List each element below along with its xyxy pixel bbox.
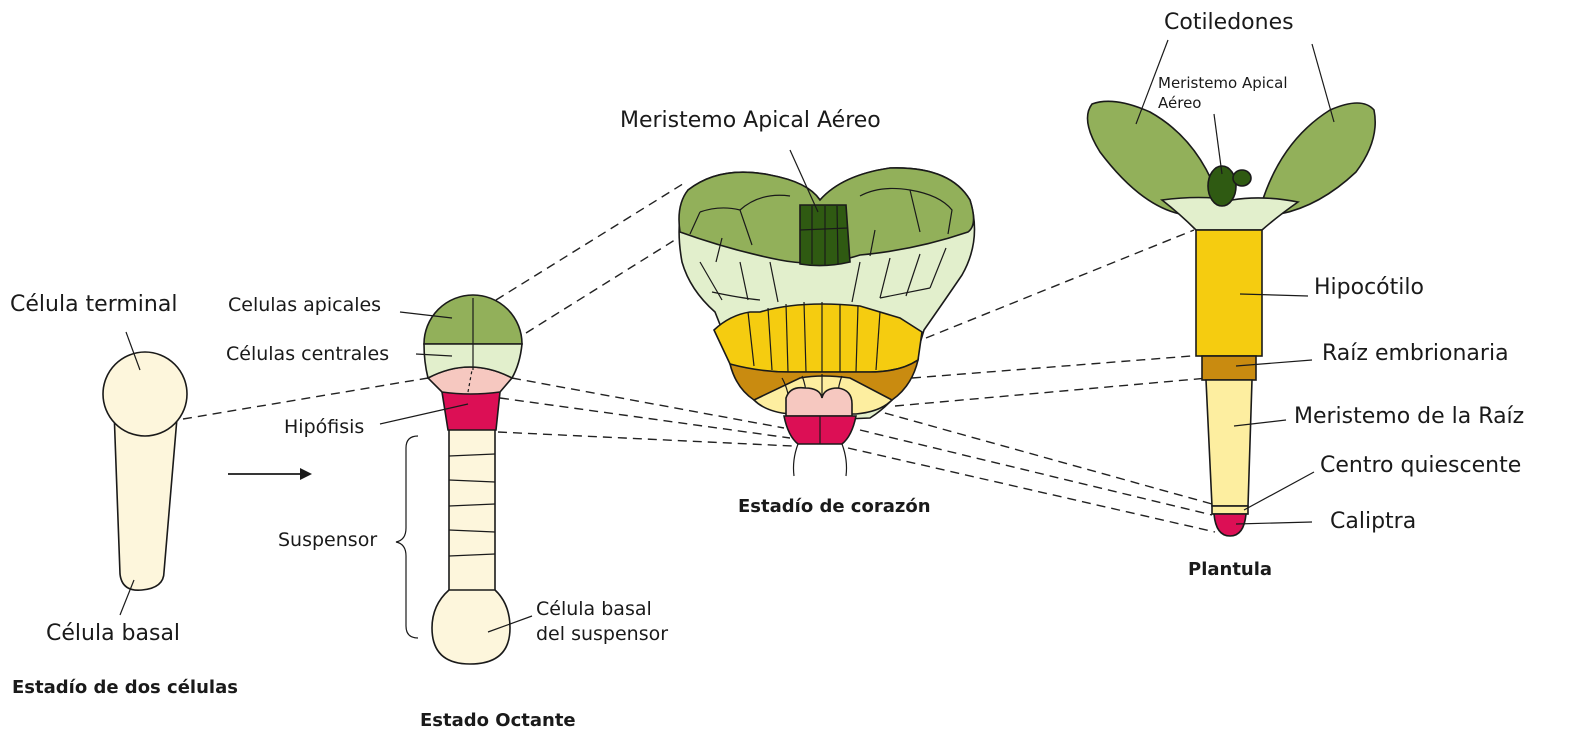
connector-heart-qc	[856, 405, 1212, 504]
seedling-sam-label-1: Meristemo Apical	[1158, 74, 1288, 92]
suspensor-bracket	[396, 436, 418, 638]
terminal-cell	[103, 352, 187, 436]
two-cell-embryo: Célula terminal Célula basal Estadío de …	[10, 292, 238, 698]
connector-octant-top	[496, 182, 686, 300]
seedling-sam-label-2: Aéreo	[1158, 94, 1201, 112]
basal-cell-label: Célula basal	[46, 621, 180, 646]
basal-suspensor-label-1: Célula basal	[536, 598, 652, 620]
heart-quiescent-center	[786, 388, 852, 416]
central-cells-label: Células centrales	[226, 343, 389, 365]
hypocotyl-label: Hipocótilo	[1314, 275, 1424, 300]
seedling: Cotiledones Meristemo Apical Aéreo Hipoc…	[1088, 10, 1525, 580]
seedling-hypocotyl	[1196, 230, 1262, 356]
embryonic-root-label: Raíz embrionaria	[1322, 341, 1509, 366]
cotyledons-label: Cotiledones	[1164, 10, 1294, 35]
basal-cell	[114, 410, 177, 590]
progression-arrow	[228, 468, 312, 480]
root-cap-label: Caliptra	[1330, 509, 1416, 534]
seedling-root-cap	[1214, 514, 1246, 536]
connector-two-cell-to-octant	[183, 378, 428, 419]
octant-embryo: Celulas apicales Células centrales Hipóf…	[226, 294, 668, 731]
seedling-stage-title: Plantula	[1188, 559, 1272, 580]
heart-sam-label: Meristemo Apical Aéreo	[620, 108, 881, 133]
connector-heart-root-2	[895, 378, 1208, 406]
basal-suspensor-cell	[432, 590, 510, 664]
basal-suspensor-label-2: del suspensor	[536, 623, 668, 645]
apical-cells-label: Celulas apicales	[228, 294, 381, 316]
connector-octant-suspensor	[498, 432, 792, 446]
terminal-cell-label: Célula terminal	[10, 292, 177, 317]
connector-octant-central	[526, 238, 678, 333]
heart-stage-title: Estadío de corazón	[738, 496, 931, 517]
seedling-quiescent-center	[1212, 506, 1248, 514]
seedling-embryonic-root	[1202, 356, 1256, 380]
quiescent-center-label: Centro quiescente	[1320, 453, 1521, 478]
suspensor-label: Suspensor	[278, 529, 377, 551]
octant-stage-title: Estado Octante	[420, 710, 576, 731]
hypophysis-cell	[442, 392, 500, 430]
heart-embryo: Meristemo Apical Aéreo Estadío de corazó…	[620, 108, 975, 517]
connector-heart-root	[912, 355, 1204, 378]
root-meristem-label: Meristemo de la Raíz	[1294, 404, 1524, 429]
connector-octant-hypophysis-2	[500, 398, 790, 438]
seedling-root-meristem	[1206, 380, 1252, 506]
hypophysis-label: Hipófisis	[284, 416, 364, 438]
right-cotyledon	[1262, 103, 1375, 214]
two-cell-stage-title: Estadío de dos células	[12, 677, 238, 698]
suspensor-column	[449, 428, 495, 598]
